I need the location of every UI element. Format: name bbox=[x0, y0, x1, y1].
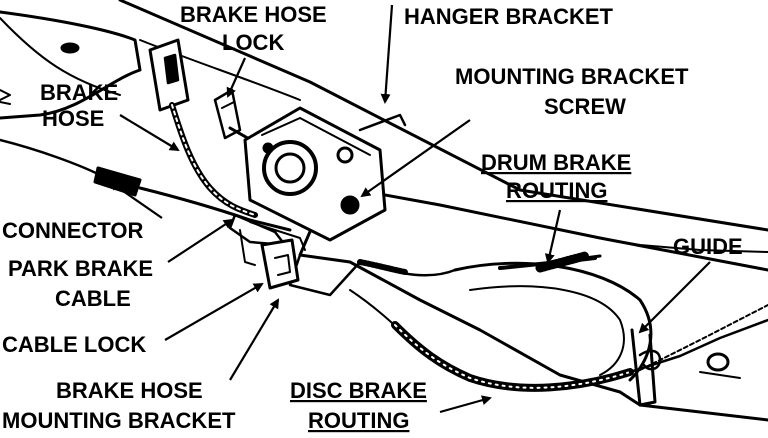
hanger-bracket-part bbox=[243, 106, 407, 242]
cable-lock-part bbox=[239, 229, 300, 290]
label-brake-hose-lock-line1: BRAKE HOSE bbox=[180, 2, 327, 27]
illustration bbox=[0, 0, 768, 422]
leader-drum-brake-routing bbox=[544, 209, 562, 264]
brake-hose-line bbox=[169, 102, 258, 218]
leader-brake-hose-lock bbox=[226, 57, 247, 98]
brake-hose-lock-part bbox=[213, 88, 242, 140]
label-park-brake-cable-line2: CABLE bbox=[55, 286, 131, 311]
leader-cable-lock bbox=[164, 283, 264, 341]
leader-park-brake-cable bbox=[167, 218, 234, 263]
leader-lines bbox=[108, 4, 711, 414]
leader-mounting-bracket-screw bbox=[360, 119, 471, 198]
label-guide: GUIDE bbox=[673, 234, 743, 259]
disc-brake-cable bbox=[357, 259, 768, 392]
leader-guide bbox=[638, 261, 711, 334]
label-disc-brake-routing-line2: ROUTING bbox=[308, 408, 409, 433]
label-connector: CONNECTOR bbox=[2, 218, 143, 243]
label-disc-brake-routing-line1: DISC BRAKE bbox=[290, 378, 427, 403]
label-mounting-bracket-screw-line1: MOUNTING BRACKET bbox=[455, 64, 689, 89]
leader-disc-brake-routing bbox=[439, 395, 492, 414]
leader-connector bbox=[108, 180, 163, 219]
label-brake-hose-line1: BRAKE bbox=[40, 80, 118, 105]
brake-hose-fitting bbox=[148, 38, 190, 112]
labels: BRAKE HOSE LOCK HANGER BRACKET MOUNTING … bbox=[2, 2, 743, 433]
label-hanger-bracket: HANGER BRACKET bbox=[404, 4, 614, 29]
leader-brake-hose-mounting-bracket bbox=[229, 298, 280, 381]
label-brake-hose-mounting-bracket-line1: BRAKE HOSE bbox=[56, 378, 203, 403]
guide-part bbox=[630, 328, 741, 407]
label-drum-brake-routing-line2: ROUTING bbox=[506, 178, 607, 203]
label-brake-hose-lock-line2: LOCK bbox=[222, 30, 284, 55]
label-cable-lock: CABLE LOCK bbox=[2, 332, 146, 357]
body-panel bbox=[0, 10, 142, 120]
label-mounting-bracket-screw-line2: SCREW bbox=[544, 94, 626, 119]
label-brake-hose-mounting-bracket-line2: MOUNTING BRACKET bbox=[2, 408, 236, 433]
label-park-brake-cable-line1: PARK BRAKE bbox=[8, 256, 153, 281]
label-drum-brake-routing-line1: DRUM BRAKE bbox=[481, 150, 631, 175]
leader-brake-hose bbox=[119, 114, 180, 152]
label-brake-hose-line2: HOSE bbox=[42, 106, 104, 131]
leader-hanger-bracket bbox=[380, 4, 394, 104]
